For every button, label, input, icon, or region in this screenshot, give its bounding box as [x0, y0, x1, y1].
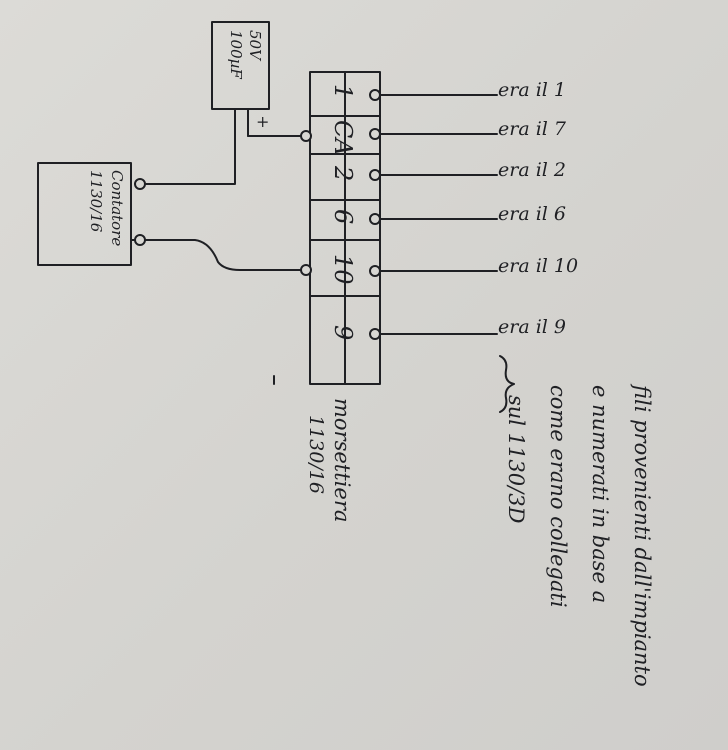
note-brace [499, 355, 515, 413]
capacitor-capacitance: 100µF [227, 30, 245, 79]
contatore-box [37, 162, 132, 266]
morsettiera-name: morsettiera [330, 398, 354, 523]
terminal-ca: CA [329, 120, 357, 156]
wire-label-1: era il 1 [498, 79, 566, 101]
morsettiera-model: 1130/16 [305, 415, 327, 494]
wire-label-4: era il 6 [498, 203, 566, 225]
terminal-10: 10 [329, 254, 357, 285]
contatore-model: 1130/16 [87, 170, 105, 233]
capacitor-voltage: 50V [246, 30, 264, 60]
capacitor-minus-wire [143, 108, 236, 185]
contatore-wire [130, 239, 304, 271]
terminal-dot [369, 89, 381, 101]
wire-label-2: era il 7 [498, 118, 566, 140]
note-line-1: fili provenienti dall'impianto [630, 385, 654, 687]
note-line-2: e numerati in base a [588, 385, 612, 604]
terminal-2: 2 [329, 166, 357, 182]
contatore-name: Contatore [108, 170, 126, 247]
wire-label-3: era il 2 [498, 159, 566, 181]
note-line-3: come erano collegati [546, 385, 570, 608]
note-line-4: sul 1130/3D [504, 395, 528, 524]
wire-label-6: era il 9 [498, 316, 566, 338]
terminal-9: 9 [329, 325, 357, 341]
terminal-6: 6 [329, 209, 357, 225]
capacitor-box [211, 21, 270, 110]
wire-label-5: era il 10 [498, 255, 579, 277]
capacitor-polarity: + [256, 112, 270, 131]
terminal-1: 1 [329, 84, 357, 100]
